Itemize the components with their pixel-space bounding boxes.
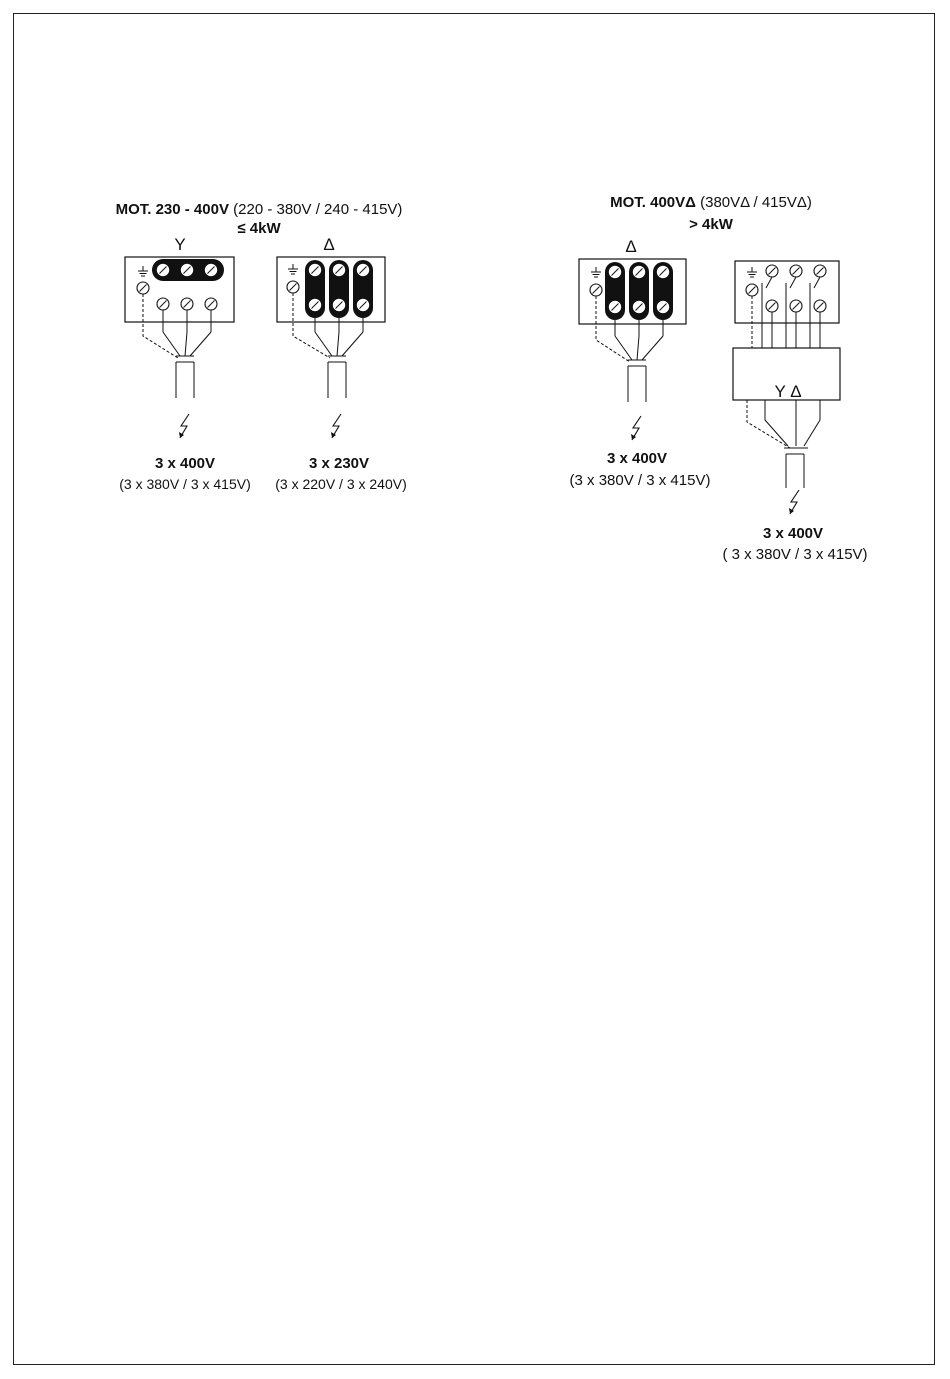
star-supply-icon: [179, 414, 189, 438]
star-delta-voltage: 3 x 400V: [763, 525, 823, 542]
delta-alt-voltage-right: (3 x 380V / 3 x 415V): [570, 472, 711, 489]
delta-terminal-box-left: [277, 257, 385, 322]
delta-alt-voltage-left: (3 x 220V / 3 x 240V): [275, 476, 407, 492]
delta-terminal-box-right: [579, 259, 686, 324]
star-delta-switch-label: Y Δ: [774, 382, 801, 402]
star-delta-alt-voltage: ( 3 x 380V / 3 x 415V): [722, 546, 867, 563]
star-terminal-box: [125, 257, 234, 322]
star-delta-terminal-box: [735, 261, 839, 323]
delta-voltage-right: 3 x 400V: [607, 450, 667, 467]
star-voltage: 3 x 400V: [155, 455, 215, 472]
delta-voltage-left: 3 x 230V: [309, 455, 369, 472]
star-delta-supply-icon: [789, 490, 799, 514]
star-delta-cable: [747, 400, 820, 488]
star-delta-motor-leads: [752, 277, 820, 348]
delta-supply-icon-right: [631, 416, 641, 440]
star-alt-voltage: (3 x 380V / 3 x 415V): [119, 476, 251, 492]
delta-supply-icon-left: [331, 414, 341, 438]
